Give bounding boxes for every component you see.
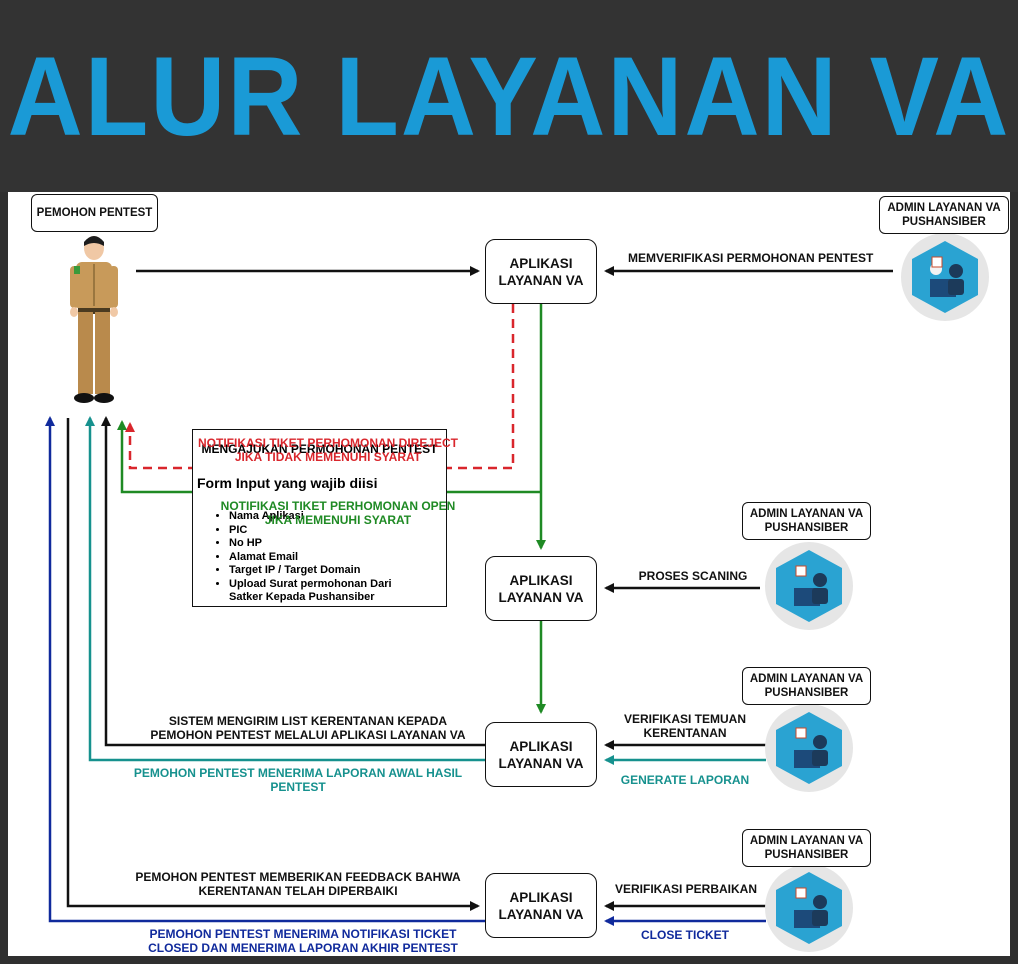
form-item: Alamat Email xyxy=(229,551,392,565)
admin-support-icon xyxy=(765,704,853,792)
app-box-scan: APLIKASI LAYANAN VA xyxy=(485,556,597,621)
form-header: MENGAJUKAN PERMOHONAN PENTEST xyxy=(201,442,438,456)
form-input-box: MENGAJUKAN PERMOHONAN PENTEST Form Input… xyxy=(192,429,447,607)
scanning-label: PROSES SCANING xyxy=(638,569,748,583)
send-list-label: SISTEM MENGIRIM LIST KERENTANAN KEPADA P… xyxy=(150,714,466,742)
app-box-submit: APLIKASI LAYANAN VA xyxy=(485,239,597,304)
admin-label-3: ADMIN LAYANAN VA PUSHANSIBER xyxy=(742,667,871,705)
feedback-arrow xyxy=(66,418,480,911)
title-banner: ALUR LAYANAN VA xyxy=(0,0,1018,192)
reject-label: NOTIFIKASI TIKET PERHOMONAN DIREJECT JIK… xyxy=(197,436,458,464)
admin-label-4: ADMIN LAYANAN VA PUSHANSIBER xyxy=(742,829,871,867)
verify-fix-label: VERIFIKASI PERBAIKAN xyxy=(614,882,757,896)
verify-findings-label: VERIFIKASI TEMUAN KERENTANAN xyxy=(623,712,746,740)
receive-initial-arrow xyxy=(85,416,485,762)
generate-label: GENERATE LAPORAN xyxy=(620,773,750,787)
admin-support-icon xyxy=(765,864,853,952)
pemohon-label: PEMOHON PENTEST xyxy=(31,194,158,232)
admin-support-icon xyxy=(901,233,989,321)
form-item: Upload Surat permohonan Dari Satker Kepa… xyxy=(229,578,392,605)
verify-request-label: MEMVERIFIKASI PERMOHONAN PENTEST xyxy=(628,251,874,265)
close-ticket-label: CLOSE TICKET xyxy=(640,928,729,942)
pemohon-person-icon xyxy=(70,236,118,403)
receive-final-label: PEMOHON PENTEST MENERIMA NOTIFIKASI TICK… xyxy=(148,927,458,955)
admin-label-2: ADMIN LAYANAN VA PUSHANSIBER xyxy=(742,502,871,540)
connector-lines xyxy=(45,233,989,952)
admin-label-1: ADMIN LAYANAN VA PUSHANSIBER xyxy=(879,196,1009,234)
app-box-verify: APLIKASI LAYANAN VA xyxy=(485,722,597,787)
receive-final-arrow xyxy=(45,416,485,923)
page-title: ALUR LAYANAN VA xyxy=(7,34,1011,160)
send-list-arrow xyxy=(101,416,485,747)
admin-support-icon xyxy=(765,542,853,630)
open-label: NOTIFIKASI TIKET PERHOMONAN OPEN JIKA ME… xyxy=(220,499,456,527)
form-item: Nama Aplikasi xyxy=(229,510,392,524)
form-item: Target IP / Target Domain xyxy=(229,564,392,578)
form-item: No HP xyxy=(229,537,392,551)
reject-arrow xyxy=(125,304,515,470)
receive-initial-label: PEMOHON PENTEST MENERIMA LAPORAN AWAL HA… xyxy=(133,766,463,794)
form-title: Form Input yang wajib diisi xyxy=(197,475,378,491)
app-box-close: APLIKASI LAYANAN VA xyxy=(485,873,597,938)
feedback-label: PEMOHON PENTEST MEMBERIKAN FEEDBACK BAHW… xyxy=(135,870,461,898)
flow-diagram: PEMOHON PENTEST ADMIN LAYANAN VA PUSHANS… xyxy=(8,192,1010,956)
form-item: PIC xyxy=(229,524,392,538)
form-item-list: Nama Aplikasi PIC No HP Alamat Email Tar… xyxy=(213,510,392,605)
